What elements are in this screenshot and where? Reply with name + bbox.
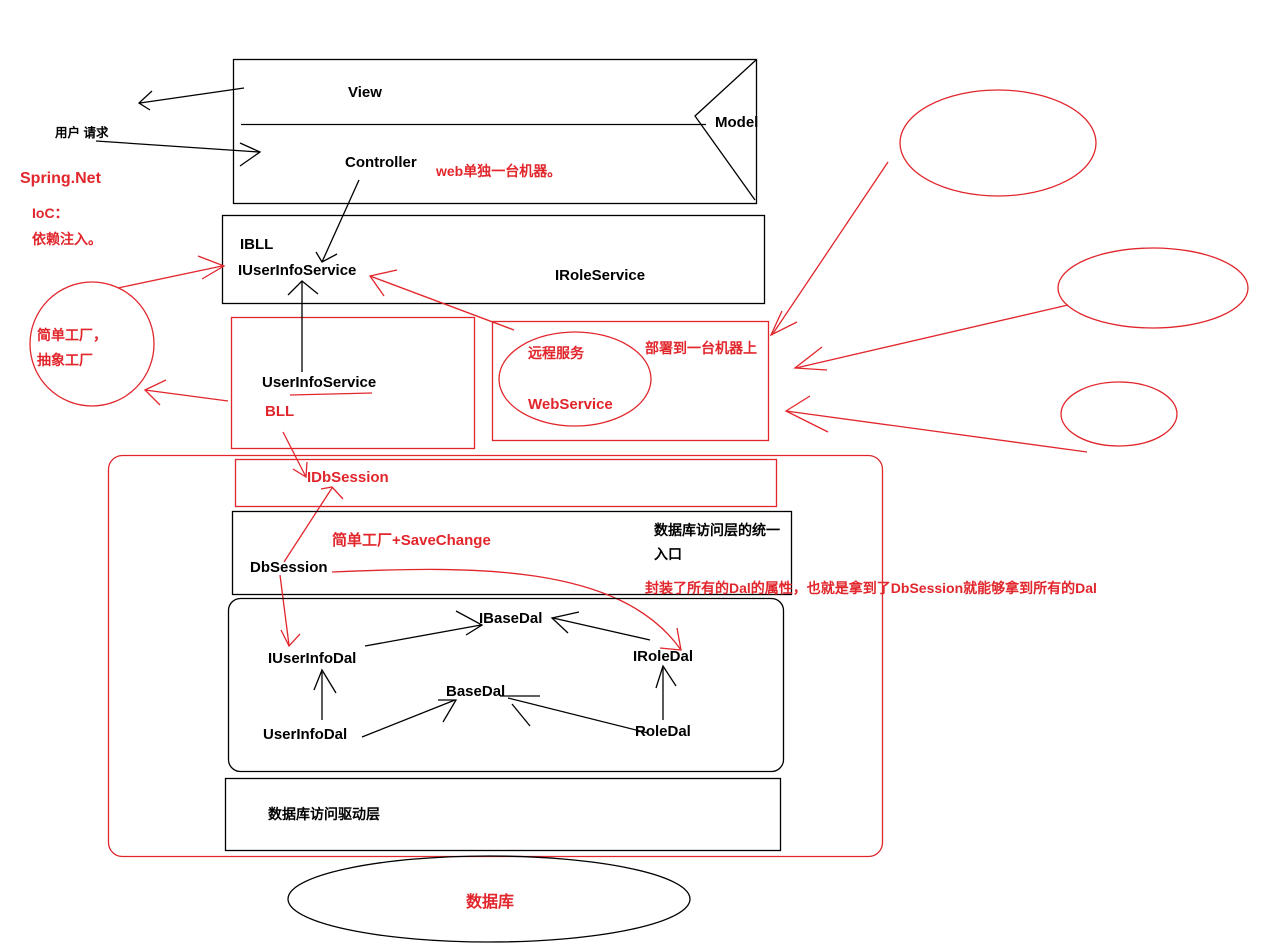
driver-layer-box (224, 777, 782, 852)
iroleservice-label: IRoleService (555, 267, 645, 284)
userinfoservice-to-interface-arrow (287, 280, 319, 372)
data-access-container (107, 454, 884, 858)
iroledal-to-ibasedal-arrow (550, 611, 651, 641)
ibasedal-label: IBaseDal (479, 610, 542, 627)
bll-to-idbsession-arrow (282, 431, 308, 479)
dbsession-to-iroledal-curve (331, 568, 682, 651)
ioc-label: IoC： (32, 205, 69, 221)
server-1-arrow (769, 161, 889, 337)
basedal-label: BaseDal (446, 683, 505, 700)
server-2-arrow (793, 304, 1069, 371)
dependency-injection-label: 依赖注入。 (32, 231, 102, 247)
roledal-label: RoleDal (635, 723, 691, 740)
server-ellipse-1 (899, 89, 1097, 197)
webservice-ellipse (498, 331, 652, 427)
idbsession-label: IDbSession (307, 469, 389, 486)
roledal-to-iroledal-arrow (655, 664, 677, 720)
remote-service-label: 远程服务 (528, 345, 585, 361)
userinfoservice-label: UserInfoService (262, 374, 376, 391)
roledal-to-basedal-arrow (500, 695, 649, 734)
spring-net-title: Spring.Net (20, 170, 102, 187)
simple-factory-label: 简单工厂， (37, 327, 107, 343)
bll-label: BLL (265, 403, 294, 420)
controller-to-ibll-arrow (315, 179, 360, 263)
ibll-label: IBLL (240, 236, 273, 253)
controller-label: Controller (345, 154, 417, 171)
dal-entry-label-line2: 入口 (654, 546, 682, 562)
userinfodal-to-basedal-arrow (361, 699, 458, 738)
bll-impl-box (230, 316, 476, 450)
dal-box (227, 597, 785, 773)
webservice-label: WebService (528, 396, 613, 413)
iuserinfodal-label: IUserInfoDal (268, 650, 356, 667)
database-label: 数据库 (466, 892, 514, 911)
dbsession-note: 封装了所有的Dal的属性，也就是拿到了DbSession就能够拿到所有的Dal (645, 580, 1097, 596)
iroledal-label: IRoleDal (633, 648, 693, 665)
idbsession-box (234, 458, 778, 508)
driver-layer-label: 数据库访问驱动层 (268, 806, 380, 822)
ibll-layer-box (221, 214, 766, 305)
remote-to-iuserinfoservice-arrow (368, 269, 515, 331)
deploy-note: 部署到一台机器上 (645, 340, 757, 356)
userinfodal-to-iuserinfodal-arrow (313, 668, 337, 720)
model-bracket (694, 59, 757, 201)
response-arrow (137, 87, 245, 111)
dal-entry-label-line1: 数据库访问层的统一 (654, 522, 780, 538)
dbsession-label: DbSession (250, 559, 328, 576)
iuserinfodal-to-ibasedal-arrow (364, 610, 484, 647)
userinfodal-label: UserInfoDal (263, 726, 347, 743)
server-ellipse-3 (1060, 381, 1178, 447)
factory-to-ibll-arrow (117, 255, 226, 289)
web-machine-note: web单独一台机器。 (435, 163, 561, 179)
dbsession-factory-label: 简单工厂+SaveChange (332, 531, 491, 549)
bll-to-factory-arrow (143, 379, 229, 406)
model-label: Model (715, 114, 758, 131)
server-ellipse-2 (1057, 247, 1249, 329)
iuserinfoservice-label: IUserInfoService (238, 262, 356, 279)
userinfoservice-underline (289, 392, 373, 396)
user-request-label: 用户 请求 (54, 125, 109, 140)
dbsession-box (231, 510, 793, 596)
mvc-layer-box (232, 58, 758, 205)
factory-circle (29, 281, 155, 407)
view-label: View (348, 84, 382, 101)
remote-service-box (491, 320, 770, 442)
request-arrow (95, 140, 262, 167)
dbsession-to-idbsession-arrow (283, 486, 344, 563)
dbsession-to-iuserinfodal-arrow (279, 574, 301, 648)
server-3-arrow (784, 395, 1088, 453)
database-ellipse (287, 855, 691, 943)
abstract-factory-label: 抽象工厂 (37, 352, 93, 368)
